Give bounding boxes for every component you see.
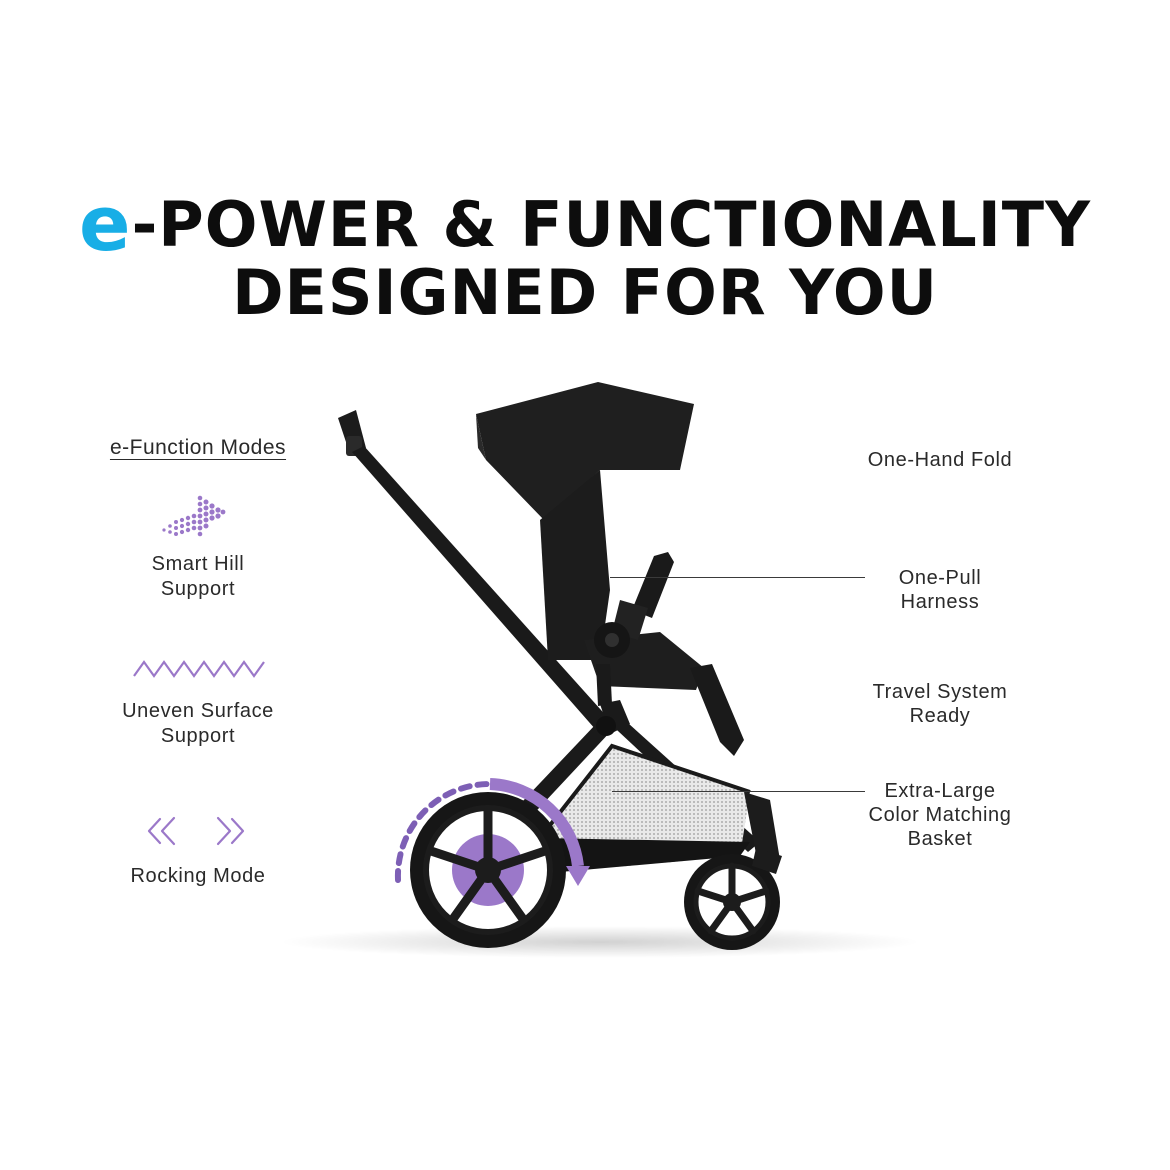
callout-one-hand-fold: One-Hand Fold (867, 449, 1013, 471)
headline-line-1-text: -POWER & FUNCTIONALITY (131, 188, 1091, 261)
push-handle (338, 410, 610, 730)
feature-rocking-mode: Rocking Mode (130, 865, 266, 887)
callout-travel-system-ready: Travel System Ready (872, 681, 1008, 727)
rear-wheel (410, 792, 566, 948)
seat-unit (476, 382, 744, 756)
zigzag-icon (133, 660, 265, 678)
ground-shadow (280, 926, 920, 958)
basket (538, 743, 751, 872)
callout-one-pull-harness: One-Pull Harness (898, 567, 982, 613)
headline-line-1: e-POWER & FUNCTIONALITY (0, 180, 1170, 265)
callout-line-basket (612, 791, 865, 792)
e-logo-icon: e (79, 179, 132, 268)
modes-title: e-Function Modes (109, 436, 287, 459)
callout-extra-large-basket: Extra-Large Color Matching Basket (868, 780, 1012, 850)
callout-line-harness (610, 577, 865, 578)
feature-smart-hill-support: Smart Hill Support (151, 553, 245, 600)
front-wheel (684, 792, 782, 950)
feature-uneven-surface-support: Uneven Surface Support (122, 700, 274, 747)
rocking-arrow (394, 778, 590, 886)
double-chevrons-icon (147, 816, 245, 846)
dotted-arrow-icon (162, 495, 226, 537)
headline-line-2: DESIGNED FOR YOU (232, 256, 938, 329)
